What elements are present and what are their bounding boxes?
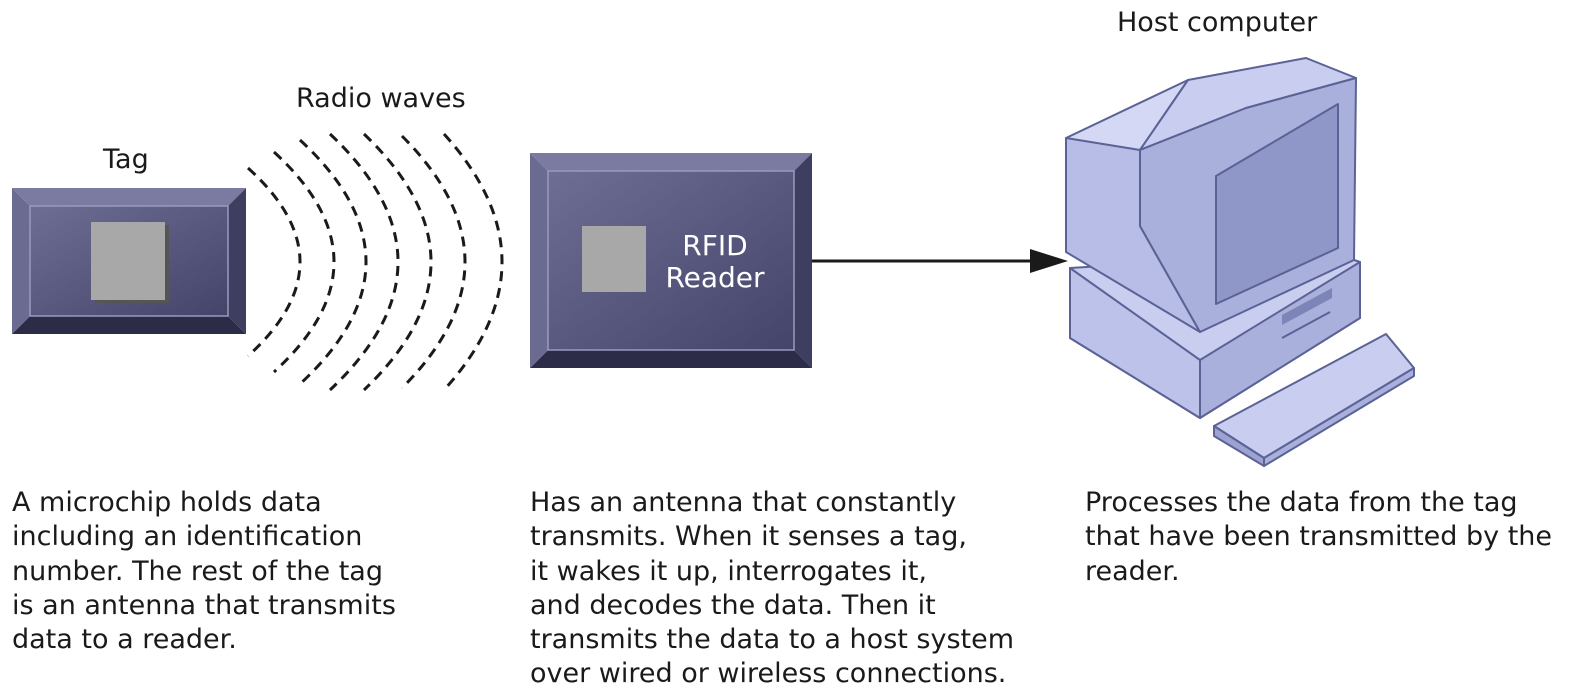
radio-waves-label: Radio waves	[296, 83, 466, 114]
wave-7	[442, 132, 504, 392]
reader-label-line1: RFID	[682, 229, 748, 262]
arrow-head	[1030, 249, 1068, 273]
wave-3	[298, 138, 368, 386]
rfid-reader-device	[530, 153, 812, 368]
reader-left-bevel	[530, 153, 548, 368]
computer-drive-slot	[1282, 288, 1332, 325]
wave-2	[272, 150, 336, 374]
reader-label: RFID Reader	[660, 230, 770, 294]
tag-left-bevel	[12, 188, 30, 334]
tag-bottom-bevel	[12, 316, 246, 334]
reader-bottom-bevel	[530, 350, 812, 368]
keyboard-side	[1263, 367, 1415, 467]
reader-chip	[582, 226, 646, 292]
reader-top-bevel	[530, 153, 812, 171]
wave-4	[328, 132, 400, 392]
transmit-arrow	[812, 249, 1068, 273]
tag-chip	[91, 222, 165, 300]
host-computer-label: Host computer	[1117, 7, 1318, 38]
monitor-screen	[1215, 103, 1339, 305]
tag-description: A microchip holds data including an iden…	[12, 487, 396, 656]
tag-top-bevel	[12, 188, 246, 206]
host-description: Processes the data from the tag that hav…	[1085, 487, 1553, 587]
wave-5	[362, 132, 433, 392]
reader-right-bevel	[794, 153, 812, 368]
tag-device	[12, 188, 246, 334]
tag-label: Tag	[103, 144, 149, 175]
radio-waves	[246, 132, 504, 392]
reader-label-line2: Reader	[665, 261, 765, 294]
host-computer-device	[1065, 57, 1415, 467]
computer-drive-line	[1281, 311, 1331, 339]
tag-right-bevel	[228, 188, 246, 334]
wave-1	[246, 166, 302, 358]
computer-base-side	[1069, 267, 1201, 419]
reader-description: Has an antenna that constantly transmits…	[530, 487, 1015, 690]
wave-6	[400, 134, 467, 390]
